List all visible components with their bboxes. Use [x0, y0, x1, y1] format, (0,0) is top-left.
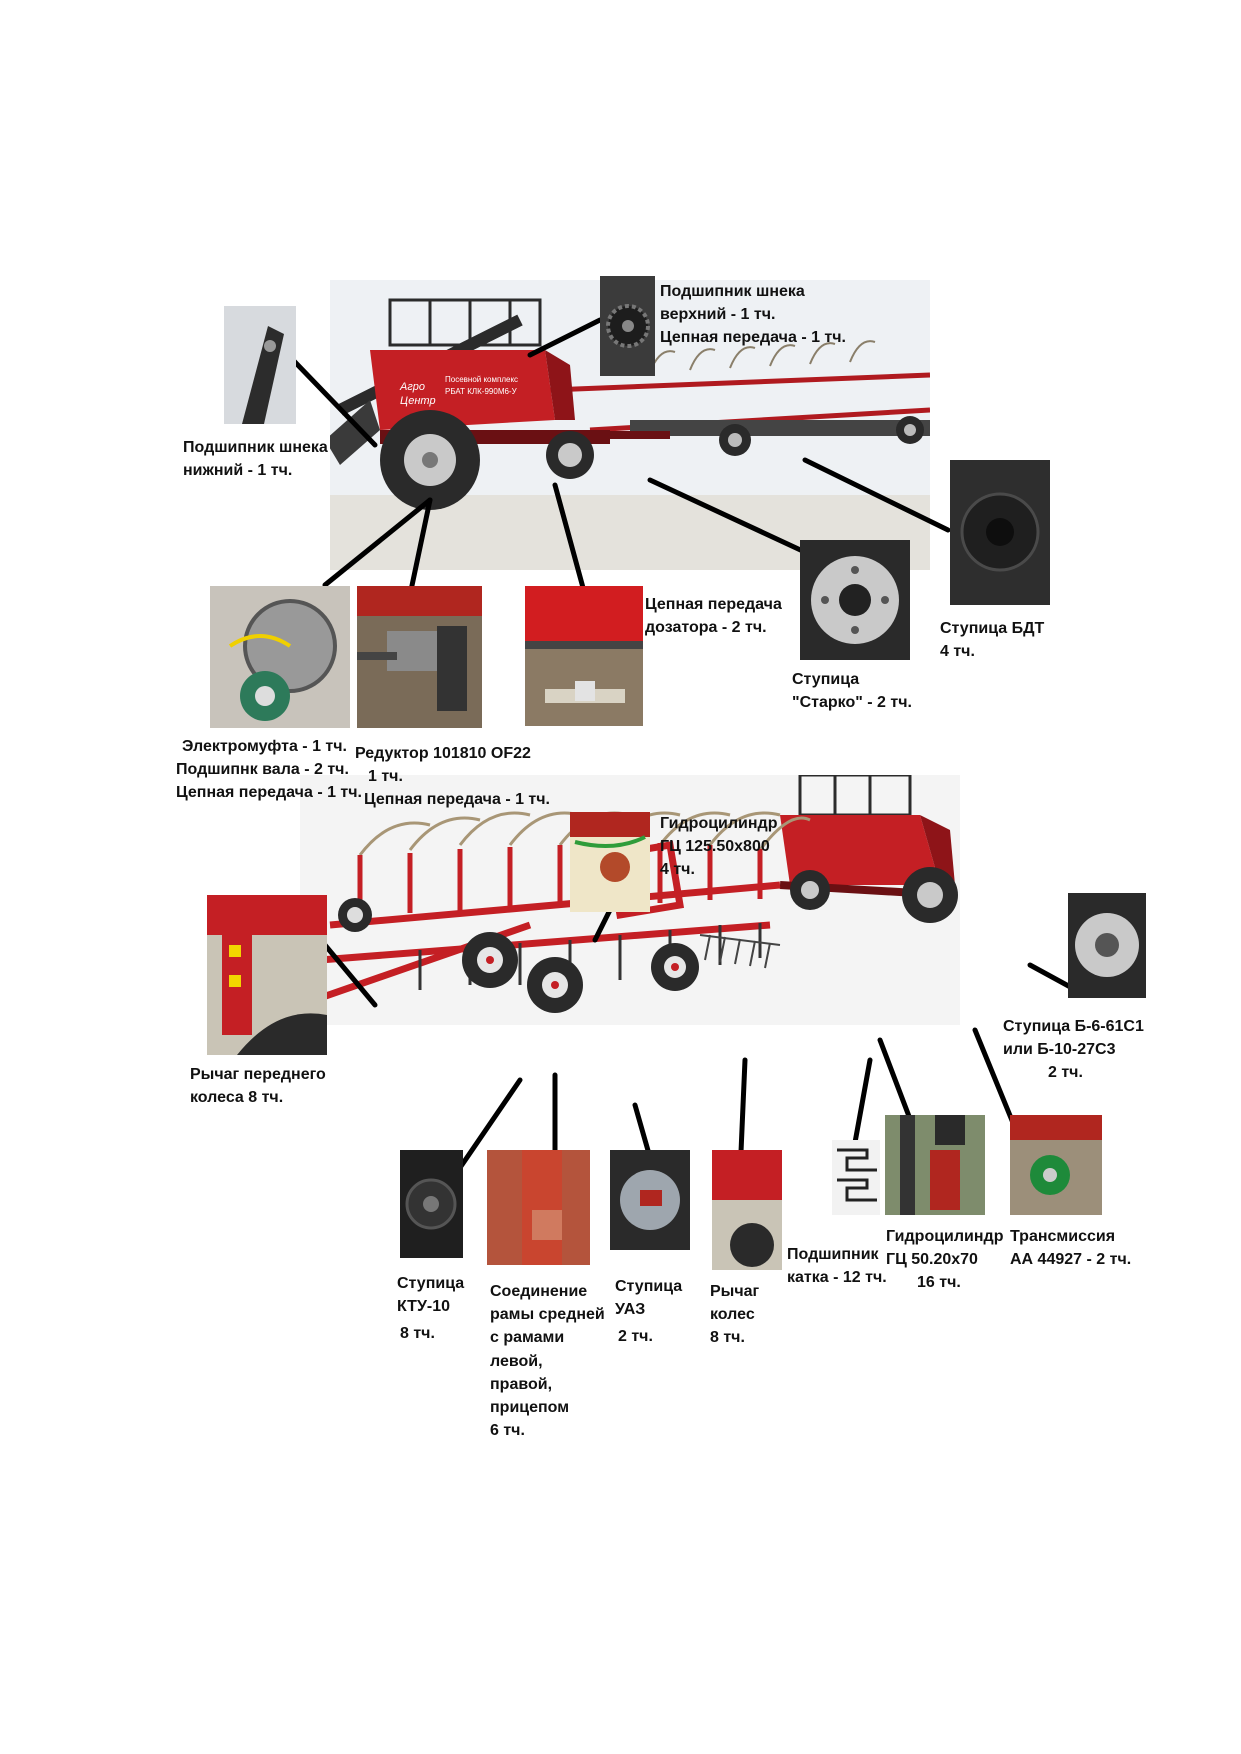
hub-starko-label: Ступица"Старко" - 2 тч. [792, 671, 912, 712]
frame-joint-photo [487, 1150, 590, 1265]
auger-lower-bearing-photo [224, 306, 296, 424]
svg-text:РБАТ КЛК-990М6-У: РБАТ КЛК-990М6-У [445, 387, 518, 396]
wheel-hub-icon [1068, 893, 1146, 998]
lever-icon [207, 895, 327, 1055]
hub-b6-photo [1068, 893, 1146, 998]
transmission-icon [1010, 1115, 1102, 1215]
transmission-photo [1010, 1115, 1102, 1215]
hydraulic-cylinder-icon [885, 1115, 985, 1215]
hydro-50-photo [885, 1115, 985, 1215]
auger-bracket-icon [224, 306, 296, 424]
hub-starko-photo [800, 540, 910, 660]
lever-front-photo [207, 895, 327, 1055]
gearbox-icon [357, 586, 482, 728]
roller-bearing-photo [832, 1140, 880, 1215]
wheel-hub-icon [950, 460, 1050, 605]
chain-meter-photo [525, 586, 643, 726]
lever-icon [712, 1150, 782, 1270]
chain-drive-icon [525, 586, 643, 726]
svg-text:Центр: Центр [400, 395, 436, 407]
electromagnetic-clutch-icon [210, 586, 350, 728]
auger-upper-bearing-photo [600, 276, 655, 376]
hub-ktu-photo [400, 1150, 463, 1258]
roller-bearing-icon [832, 1140, 880, 1215]
wheel-hub-icon [800, 540, 910, 660]
wheel-hub-icon [610, 1150, 690, 1250]
hub-uaz-photo [610, 1150, 690, 1250]
hydro-125-photo [570, 812, 650, 912]
frame-joint-icon [487, 1150, 590, 1265]
svg-text:Посевной комплекс: Посевной комплекс [445, 375, 518, 384]
gearbox-photo [357, 586, 482, 728]
lever-wheels-photo [712, 1150, 782, 1270]
hub-bdt-photo [950, 460, 1050, 605]
hydraulic-cylinder-icon [570, 812, 650, 912]
svg-text:Агро: Агро [399, 381, 425, 393]
electromagnetic-clutch-photo [210, 586, 350, 728]
chain-sprocket-icon [600, 276, 655, 376]
wheel-hub-icon [400, 1150, 463, 1258]
clutch-label: Электромуфта - 1 тч.Подшипнк вала - 2 тч… [176, 738, 362, 802]
